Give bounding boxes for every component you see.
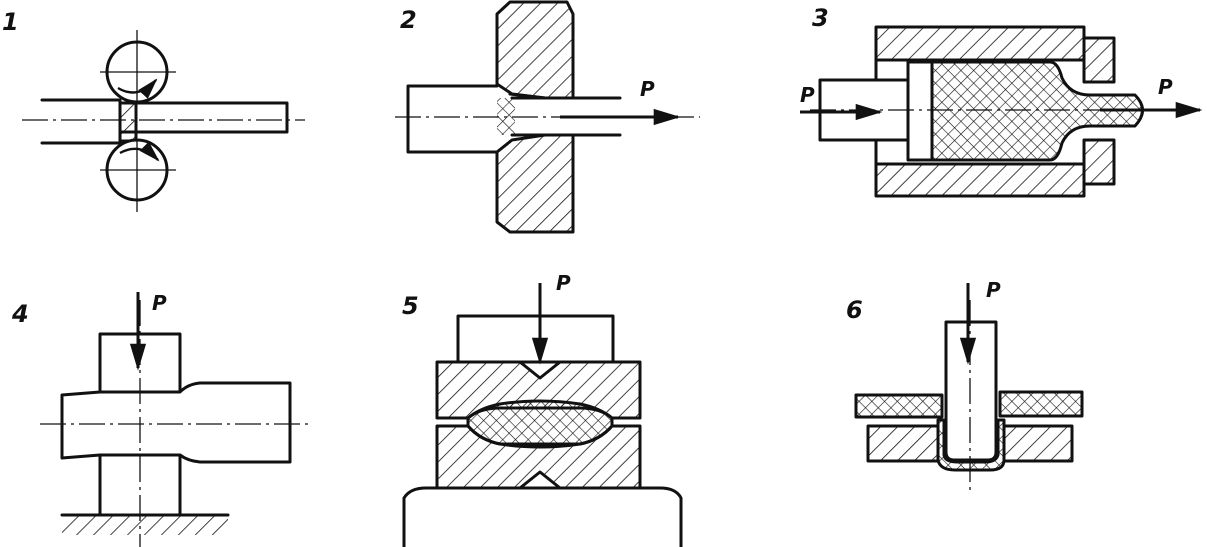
sheet-blank-left [854,393,944,419]
panel-5-number: 5 [402,292,419,320]
panel-1-number: 1 [2,8,19,36]
drawing-die-upper [495,0,575,100]
panel-3-extrusion: 3 P P [800,4,1203,198]
panel-2-drawing: 2 P [395,0,700,234]
drawn-bar-incoming [406,84,499,154]
ground-hatch [62,515,228,535]
panel-5-die-forging: 5 P [402,271,683,547]
exit-force-label: P [1158,75,1173,99]
stamping-die-right [1002,424,1074,463]
force-label-p: P [640,77,655,101]
deformation-zone [118,101,138,143]
panel-6-number: 6 [846,296,863,324]
container-bottom-wall [874,162,1086,198]
billet [930,60,1144,162]
rolled-bar [40,98,289,145]
panel-3-number: 3 [812,4,829,32]
lower-anvil [98,453,182,517]
die-anvil [402,486,683,547]
force-label-p: P [556,271,571,295]
lower-roll-rotation-arrow [119,141,160,162]
panel-6-stamping: 6 P [846,278,1084,490]
punch [944,320,998,462]
extrusion-die-lower [1082,138,1116,186]
force-label-p: P [986,278,1001,302]
upper-ram [456,314,615,364]
panel-2-number: 2 [400,6,417,34]
panel-4-forging: 4 P [11,291,310,547]
stamping-die-left [866,424,940,463]
force-label-p: P [152,291,167,315]
drawn-cup [936,418,1006,472]
container-top-wall [874,25,1086,62]
ram-force-label: P [800,83,815,107]
drawn-bar-outgoing [510,96,622,137]
extrusion-die-upper [1082,36,1116,84]
dummy-block [906,60,934,162]
panel-1-rolling: 1 [2,8,305,212]
forged-workpiece [60,381,292,464]
panel-4-number: 4 [11,300,29,328]
drawing-die-lower [495,133,575,234]
sheet-blank-right [998,390,1084,418]
